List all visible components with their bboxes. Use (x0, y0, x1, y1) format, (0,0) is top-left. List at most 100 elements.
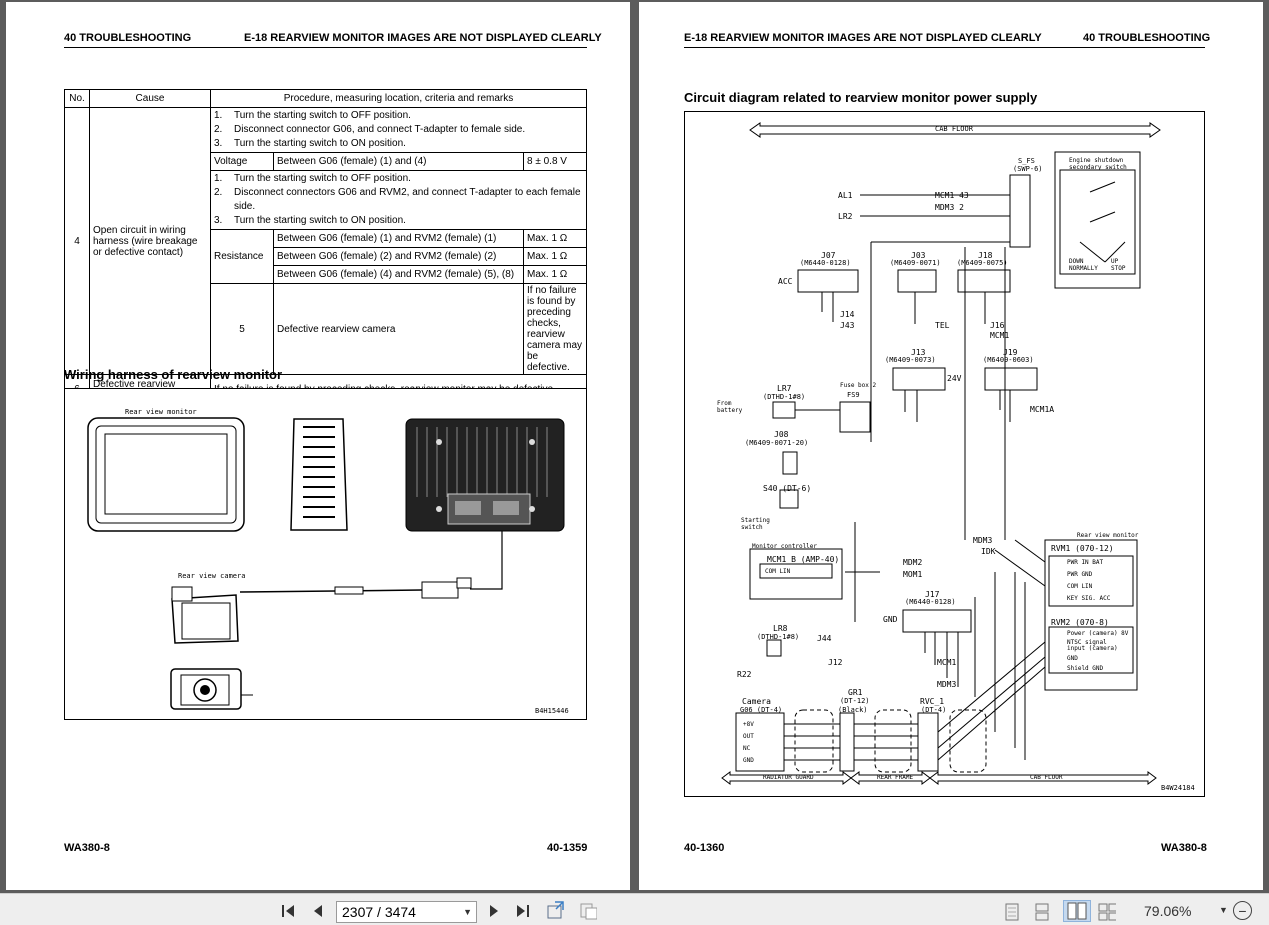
prev-page-icon[interactable] (309, 902, 327, 920)
label-j16: J16 (990, 321, 1005, 330)
resistance-value: Max. 1 Ω (523, 229, 587, 248)
label-24v: 24V (947, 374, 962, 383)
zoom-level[interactable]: 79.06% (1144, 903, 1192, 919)
page-number-input[interactable]: 2307 / 3474 ▼ (336, 901, 477, 923)
label-monitor-controller: Monitor controller (752, 543, 818, 550)
two-page-icon[interactable] (1063, 900, 1091, 922)
label-lr2: LR2 (838, 212, 853, 221)
label-j44: J44 (817, 634, 832, 643)
label-starting-switch: Starting switch (741, 517, 770, 531)
continuous-page-icon[interactable] (1033, 903, 1051, 921)
label-mdm3-j17: MDM3 (937, 680, 957, 689)
label-j08-part: (M6409-0071-20) (745, 439, 809, 447)
row5-remark: If no failure is found by preceding chec… (523, 283, 587, 375)
extract-page-icon[interactable] (546, 901, 564, 919)
single-page-icon[interactable] (1003, 903, 1021, 921)
circuit-diagram: CAB FLOOR S_FS (SWP-6) Engine shutdown s… (684, 111, 1205, 797)
footer-left: WA380-8 (64, 842, 110, 854)
left-page: 40 TROUBLESHOOTING E-18 REARVIEW MONITOR… (6, 2, 630, 890)
step-text: Turn the starting switch to ON position. (234, 138, 406, 149)
label-rvm1-pin3: COM LIN (1067, 583, 1093, 590)
header-right: E-18 REARVIEW MONITOR IMAGES ARE NOT DIS… (244, 32, 602, 44)
step-text: Disconnect connector G06, and connect T-… (234, 124, 526, 135)
voltage-label: Voltage (210, 152, 274, 171)
zoom-dropdown-icon[interactable]: ▼ (1219, 905, 1228, 915)
chevron-down-icon[interactable]: ▼ (463, 907, 472, 917)
document-viewer[interactable]: 40 TROUBLESHOOTING E-18 REARVIEW MONITOR… (0, 0, 1269, 893)
circuit-lines (721, 122, 1161, 785)
label-cam-pin2: OUT (743, 733, 754, 740)
resistance-location: Between G06 (female) (2) and RVM2 (femal… (273, 247, 524, 266)
viewer-toolbar (0, 893, 1269, 925)
troubleshooting-table: No. Cause Procedure, measuring location,… (64, 89, 587, 405)
label-mcm1b: MCM1 B (AMP-40) (767, 555, 840, 564)
label-rvm1-pin1: PWR IN BAT (1067, 559, 1104, 566)
row5-no: 5 (210, 283, 274, 375)
header-left: E-18 REARVIEW MONITOR IMAGES ARE NOT DIS… (684, 32, 1042, 44)
label-g06: G06 (DT-4) (740, 706, 783, 714)
label-gnd: GND (883, 615, 898, 624)
label-rvc1: RVC_1 (920, 697, 945, 706)
label-acc: ACC (778, 277, 793, 286)
label-sfs-part: (SWP-6) (1013, 165, 1043, 173)
label-rvm2-pin3: GND (1067, 655, 1078, 662)
figure-code: B4H15446 (535, 707, 569, 715)
facing-continuous-icon[interactable] (1098, 903, 1116, 921)
label-j13: J13 (911, 348, 926, 357)
label-rvc1-part: (DT-4) (921, 706, 947, 714)
label-rvm2-pin4: Shield GND (1067, 665, 1104, 672)
label-j19-part: (M6409-0603) (983, 356, 1034, 364)
label-cam-pin4: GND (743, 757, 754, 764)
label-j19: J19 (1003, 348, 1018, 357)
label-engine-switch: Engine shutdown secondary switch (1069, 157, 1127, 171)
label-gr1-part: (DT-12) (840, 697, 870, 705)
zoom-out-icon[interactable]: − (1233, 901, 1252, 920)
first-page-icon[interactable] (279, 902, 297, 920)
label-rvm1-pin2: PWR GND (1067, 571, 1093, 578)
step-text: Turn the starting switch to OFF position… (234, 110, 411, 121)
col-procedure: Procedure, measuring location, criteria … (210, 89, 587, 108)
label-r22: R22 (737, 670, 752, 679)
col-cause: Cause (89, 89, 211, 108)
monitor-label: Rear view monitor (125, 408, 197, 416)
label-up-stop: UP STOP (1111, 258, 1126, 272)
label-mcm1: MCM1 (990, 331, 1010, 340)
label-j12: J12 (828, 658, 843, 667)
next-page-icon[interactable] (485, 902, 503, 920)
wiring-figure: Rear view monitor Rear view camera B4H15… (64, 388, 587, 720)
label-rvm2-pin2: NTSC signal input (camera) (1067, 639, 1118, 652)
label-j17-part: (M6440-0128) (905, 598, 956, 606)
row4-no: 4 (64, 107, 90, 375)
label-cab-floor-bottom: CAB FLOOR (1030, 774, 1063, 781)
label-rear-view-monitor: Rear view monitor (1077, 532, 1139, 539)
label-com-lin: COM LIN (765, 568, 791, 575)
label-down-normally: DOWN NORMALLY (1069, 258, 1098, 272)
insert-page-icon[interactable] (579, 901, 597, 920)
footer-right: WA380-8 (1161, 842, 1207, 854)
resistance-value: Max. 1 Ω (523, 247, 587, 266)
footer-right: 40-1359 (547, 842, 588, 854)
label-j13-part: (M6409-0073) (885, 356, 936, 364)
voltage-location: Between G06 (female) (1) and (4) (273, 152, 524, 171)
label-j08: J08 (774, 430, 789, 439)
label-rvm2: RVM2 (070-8) (1051, 618, 1109, 627)
label-mdm3-2: MDM3 2 (935, 203, 964, 212)
header-rule (64, 47, 587, 48)
label-lr8: LR8 (773, 624, 788, 633)
resistance-label: Resistance (210, 229, 274, 284)
wiring-drawing (87, 417, 565, 710)
label-lr7: LR7 (777, 384, 792, 393)
label-fs9: FS9 (847, 391, 860, 399)
wiring-title: Wiring harness of rearview monitor (64, 367, 283, 382)
label-mcm1-j17: MCM1 (937, 658, 957, 667)
label-gr1-color: (Black) (838, 706, 868, 714)
label-mdm3: MDM3 (973, 536, 993, 545)
label-rvm2-pin1: Power (camera) 8V (1067, 630, 1129, 637)
step-text: Disconnect connectors G06 and RVM2, and … (234, 187, 581, 212)
label-fuse-box: Fuse box 2 (840, 382, 877, 389)
last-page-icon[interactable] (514, 902, 532, 920)
label-j14: J14 (840, 310, 855, 319)
header-right: 40 TROUBLESHOOTING (1083, 32, 1211, 44)
label-mdm2: MDM2 (903, 558, 923, 567)
label-j03: J03 (911, 251, 926, 260)
